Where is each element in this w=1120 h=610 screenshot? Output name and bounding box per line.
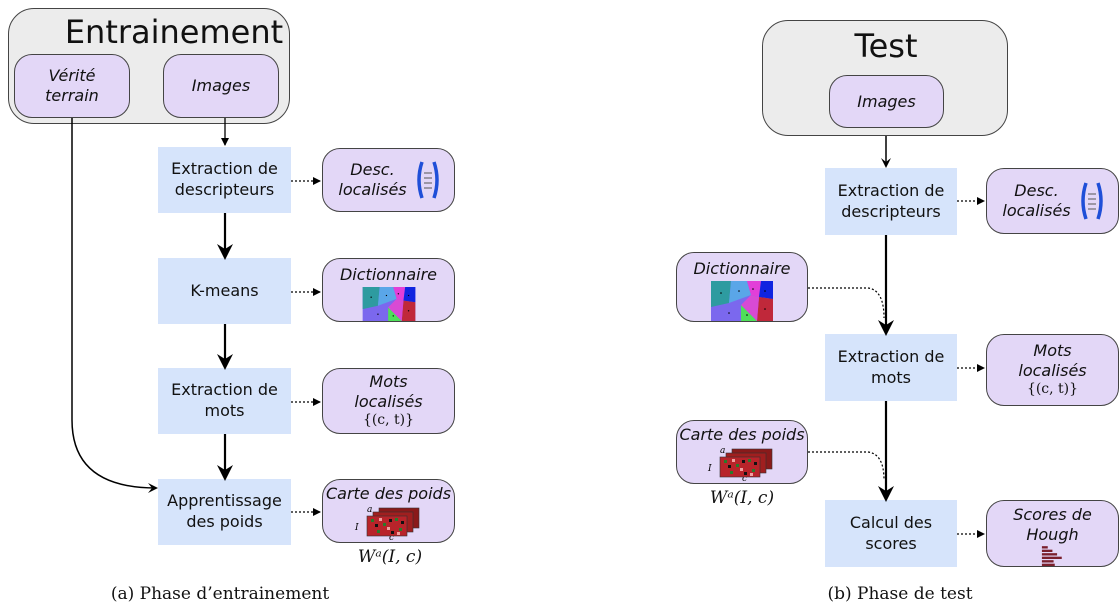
extract-words-step-train: Extraction de mots <box>158 368 291 434</box>
ground-truth-label: Vérité terrain <box>45 66 99 105</box>
kmeans-label: K-means <box>190 280 259 300</box>
words-math-test: {(c, t)} <box>1026 381 1079 398</box>
learn-weights-step: Apprentissage des poids <box>158 479 291 545</box>
svg-text:c: c <box>389 533 394 540</box>
hough-scores-label: Scores de Hough <box>1013 505 1092 544</box>
caption-test: (b) Phase de test <box>827 584 973 604</box>
weights-math-test: Wᵃ(I, c) <box>709 488 775 508</box>
weights-label-train: Carte des poids <box>325 484 452 503</box>
extract-descriptors-step-train: Extraction de descripteurs <box>158 147 291 213</box>
caption-training: (a) Phase d’entrainement <box>110 584 330 604</box>
words-label-test: Mots localisés <box>1018 341 1087 381</box>
words-label-train: Mots localisés <box>354 372 423 412</box>
voronoi-dictionary-icon <box>711 281 773 321</box>
words-output-test: Mots localisés {(c, t)} <box>986 334 1119 406</box>
scores-step: Calcul des scores <box>825 500 957 567</box>
extract-words-label-train: Extraction de mots <box>171 380 278 420</box>
extract-words-step-test: Extraction de mots <box>825 334 957 401</box>
feature-vector-icon <box>416 161 439 199</box>
weights-input-test: Carte des poids a I c <box>676 420 808 484</box>
hough-histogram-icon <box>1041 546 1062 566</box>
svg-text:c: c <box>742 474 747 481</box>
learn-weights-label: Apprentissage des poids <box>167 491 282 531</box>
images-label-test: Images <box>857 91 916 111</box>
descriptors-label-train: Desc. localisés <box>338 160 407 199</box>
arrow-ground-truth-to-learn <box>71 118 158 493</box>
arrow-weights-to-scores <box>808 451 885 481</box>
images-input-test: Images <box>829 75 944 128</box>
svg-text:I: I <box>707 464 712 474</box>
words-output-train: Mots localisés {(c, t)} <box>322 368 455 434</box>
images-input-train: Images <box>163 54 279 118</box>
dictionary-output-train: Dictionnaire <box>322 258 455 322</box>
scores-label: Calcul des scores <box>849 512 933 553</box>
extract-words-label-test: Extraction de mots <box>837 346 945 387</box>
weights-output-train: Carte des poids a I c <box>322 479 455 543</box>
dictionary-input-test: Dictionnaire <box>676 252 808 322</box>
voronoi-dictionary-icon <box>362 287 415 321</box>
hough-scores-output: Scores de Hough <box>986 500 1119 567</box>
weights-math-train: Wᵃ(I, c) <box>357 547 423 567</box>
dictionary-label-test: Dictionnaire <box>693 259 791 278</box>
weights-cube-icon: a I c <box>707 446 773 481</box>
svg-text:a: a <box>720 446 725 456</box>
extract-descriptors-step-test: Extraction de descripteurs <box>825 168 957 235</box>
kmeans-step: K-means <box>158 258 291 324</box>
training-group-title: Entrainement <box>64 13 284 51</box>
extract-descriptors-label-test: Extraction de descripteurs <box>837 180 945 221</box>
images-label-train: Images <box>191 76 251 95</box>
words-math-train: {(c, t)} <box>362 412 415 429</box>
weights-cube-icon: a I c <box>354 505 419 540</box>
dictionary-label-train: Dictionnaire <box>339 265 438 284</box>
descriptors-output-train: Desc. localisés <box>322 148 455 212</box>
svg-text:I: I <box>354 523 359 533</box>
extract-descriptors-label-train: Extraction de descripteurs <box>171 159 278 199</box>
descriptors-output-test: Desc. localisés <box>986 168 1119 234</box>
test-group-title: Test <box>854 27 918 65</box>
ground-truth-input: Vérité terrain <box>14 54 130 118</box>
arrow-dictionary-to-words <box>808 287 885 319</box>
svg-text:a: a <box>367 505 372 515</box>
weights-label-test: Carte des poids <box>679 425 805 444</box>
feature-vector-icon <box>1080 182 1103 220</box>
descriptors-label-test: Desc. localisés <box>1002 181 1071 220</box>
